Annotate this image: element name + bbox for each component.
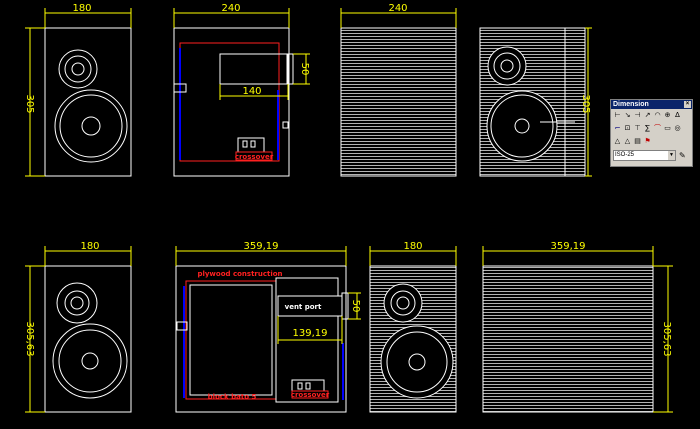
dim-edit-icon[interactable]: ◎ (674, 124, 681, 132)
ordinate-dim-icon[interactable]: ⊣ (634, 111, 641, 119)
dim-style-manager-icon[interactable]: ✎ (679, 151, 686, 160)
side-section-bottom[interactable] (175, 265, 349, 413)
crossover-label-bottom: crossover (291, 391, 330, 399)
close-icon[interactable]: × (684, 101, 691, 108)
dim-text: 50 (350, 300, 361, 313)
angular-dim-icon[interactable]: ∆ (675, 111, 680, 119)
block-note-label: block bato 5 (208, 393, 257, 401)
grill-view-bottom[interactable] (369, 265, 457, 413)
center-mark-icon[interactable]: ▭ (664, 124, 671, 132)
linear-dim-icon[interactable]: ⊢ (614, 111, 621, 119)
dim-top-back-width (340, 8, 457, 28)
side-section-top[interactable] (173, 27, 294, 177)
dim-text: 359,19 (244, 241, 279, 252)
dim-text: 50 (299, 63, 310, 76)
dim-style-icon[interactable]: ▤ (634, 137, 641, 145)
dim-text: 305,63 (661, 322, 672, 357)
front-view-top[interactable] (44, 27, 132, 177)
dim-text: 305,63 (24, 322, 35, 357)
front-hatched-view-top[interactable] (479, 27, 586, 177)
toolbar-row-2: ⌐ ⊡ ⊤ ∑ ⌒ ▭ ◎ (611, 122, 692, 135)
dim-top-side-depth (219, 84, 289, 100)
dim-bot-back-height (653, 265, 673, 413)
dim-bot-side-port (348, 292, 361, 320)
chevron-down-icon[interactable]: ▼ (668, 151, 675, 160)
front-view-bottom[interactable] (44, 265, 132, 413)
dim-text: 180 (80, 241, 99, 252)
dim-bot-side-port-len (277, 316, 343, 344)
baseline-dim-icon[interactable]: ⊡ (624, 124, 631, 132)
dim-text: 180 (403, 241, 422, 252)
toolbar-row-3: △ △ ▤ ⚑ (611, 135, 692, 148)
dim-text-edit-icon[interactable]: △ (614, 137, 621, 145)
dim-text: 305 (24, 94, 35, 113)
dim-bot-front-height (25, 265, 45, 413)
dim-text: 359,19 (551, 241, 586, 252)
dim-style-select[interactable]: ISO-25 ▼ (613, 150, 676, 161)
tolerance-icon[interactable]: ⌒ (654, 124, 661, 132)
dim-text: 240 (388, 3, 407, 14)
toolbar-row-1: ⊢ ↘ ⊣ ↗ ◠ ⊕ ∆ (611, 109, 692, 122)
dim-top-front2-height (585, 27, 592, 177)
back-view-bottom[interactable] (482, 265, 654, 413)
radius-dim-icon[interactable]: ↗ (644, 111, 651, 119)
continue-dim-icon[interactable]: ⊤ (634, 124, 641, 132)
dim-top-front-width (44, 8, 132, 28)
diameter-dim-icon[interactable]: ⊕ (664, 111, 671, 119)
crossover-label-top: crossover (235, 153, 274, 161)
plywood-label: plywood construction (197, 270, 282, 278)
dim-bot-side-width (175, 246, 347, 266)
dim-update-icon[interactable]: △ (624, 137, 631, 145)
dim-text: 180 (72, 3, 91, 14)
dim-top-side-width (173, 8, 290, 28)
dim-text: 240 (221, 3, 240, 14)
dim-top-front-height (25, 27, 45, 177)
dim-top-side-port (293, 53, 310, 85)
dim-style-value: ISO-25 (615, 152, 635, 158)
qleader-icon[interactable]: ∑ (645, 124, 650, 132)
dim-bot-front-width (44, 246, 132, 266)
dim-override-icon[interactable]: ⚑ (644, 137, 651, 145)
dim-style-control: ISO-25 ▼ ✎ (613, 150, 690, 161)
dim-bot-grill-width (369, 246, 457, 266)
aligned-dim-icon[interactable]: ↘ (624, 111, 631, 119)
toolbar-title: Dimension (613, 101, 649, 108)
dimension-toolbar[interactable]: Dimension × ⊢ ↘ ⊣ ↗ ◠ ⊕ ∆ ⌐ ⊡ ⊤ ∑ ⌒ ▭ ◎ … (610, 99, 693, 167)
toolbar-title-bar[interactable]: Dimension × (611, 100, 692, 109)
quick-dim-icon[interactable]: ⌐ (614, 124, 621, 132)
arc-dim-icon[interactable]: ◠ (654, 111, 661, 119)
vent-port-label: vent port (285, 303, 322, 311)
dim-bot-back-width (482, 246, 654, 266)
dim-text: 139,19 (293, 328, 328, 339)
dim-text: 305 (580, 94, 591, 113)
dim-text: 140 (242, 86, 261, 97)
back-view-top[interactable] (340, 27, 457, 177)
